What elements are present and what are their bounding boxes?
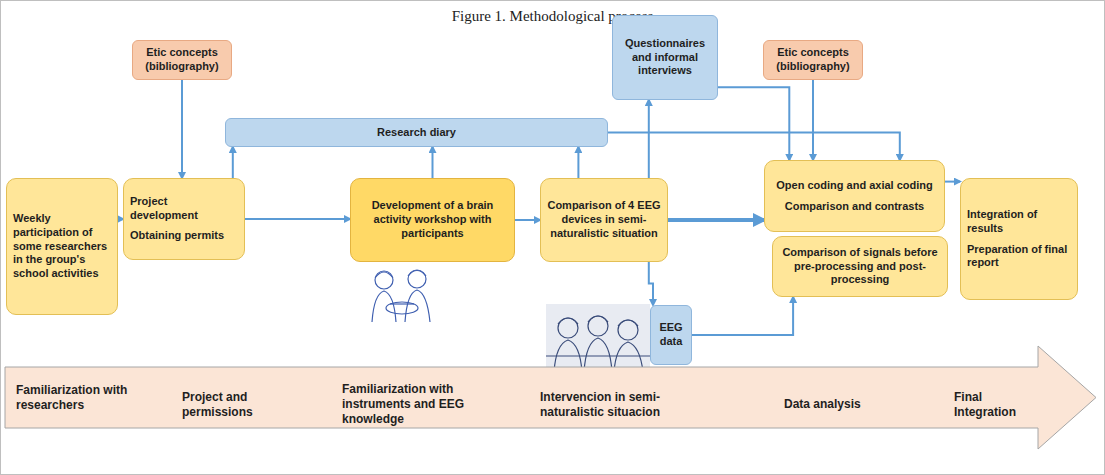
phase-label: Familiarization with researchers bbox=[16, 383, 146, 413]
flow-arrow bbox=[648, 100, 650, 178]
diary-band: Research diary bbox=[225, 118, 608, 147]
data-box: EEG data bbox=[650, 305, 692, 365]
flow-arrow bbox=[649, 262, 653, 305]
box-text: Project development bbox=[130, 195, 238, 223]
bibliography-box: Etic concepts (bibliography) bbox=[763, 40, 863, 80]
process-box: Comparison of 4 EEG devices in semi-natu… bbox=[540, 178, 668, 262]
analysis-box: Comparison of signals before pre-process… bbox=[772, 236, 948, 297]
box-text: Development of a brain activity workshop… bbox=[357, 199, 508, 240]
analysis-box: Open coding and axial codingComparison a… bbox=[764, 160, 945, 232]
flow-arrow bbox=[608, 133, 900, 161]
flow-arrow bbox=[692, 297, 793, 335]
arrow-shape bbox=[5, 346, 1096, 449]
phase-label: Project and permissions bbox=[182, 390, 292, 420]
box-text: EEG data bbox=[657, 321, 685, 349]
phase-label: Data analysis bbox=[784, 397, 894, 412]
activity-box: Weekly participation of some researchers… bbox=[6, 178, 118, 315]
process-box: Development of a brain activity workshop… bbox=[350, 178, 515, 262]
box-text: Comparison of 4 EEG devices in semi-natu… bbox=[547, 199, 661, 240]
flow-arrow bbox=[515, 219, 540, 221]
box-text: Research diary bbox=[377, 126, 456, 140]
figure-title: Figure 1. Methodological process bbox=[0, 8, 1105, 25]
box-text: Etic concepts (bibliography) bbox=[770, 46, 856, 74]
flow-arrow bbox=[245, 218, 350, 220]
flow-arrow bbox=[945, 181, 960, 183]
process-box: Project developmentObtaining permits bbox=[123, 178, 245, 260]
box-text: Etic concepts (bibliography) bbox=[139, 46, 225, 74]
box-text: Questionnaires and informal interviews bbox=[619, 37, 711, 78]
instrument-box: Questionnaires and informal interviews bbox=[612, 15, 718, 100]
phase-label: Intervencion in semi-naturalistic situac… bbox=[540, 390, 715, 420]
flow-arrow bbox=[812, 80, 814, 160]
workshop-illustration bbox=[362, 264, 442, 324]
phase-label: Familiarization with instruments and EEG… bbox=[342, 382, 512, 427]
box-text: Open coding and axial coding bbox=[776, 179, 932, 193]
flow-arrow bbox=[718, 87, 789, 160]
flow-arrow bbox=[181, 80, 183, 178]
phase-label: Final Integration bbox=[954, 390, 1044, 420]
eeg-session-illustration bbox=[546, 304, 650, 374]
box-text: Integration of results bbox=[967, 208, 1071, 236]
box-text: Comparison of signals before pre-process… bbox=[779, 246, 941, 287]
phase-arrow: Familiarization with researchers Project … bbox=[4, 345, 1098, 450]
box-text: Preparation of final report bbox=[967, 243, 1071, 271]
bibliography-box: Etic concepts (bibliography) bbox=[132, 40, 232, 80]
flow-arrow bbox=[668, 218, 764, 222]
flow-arrow bbox=[577, 147, 579, 178]
flow-arrow bbox=[432, 147, 434, 178]
box-text: Comparison and contrasts bbox=[785, 200, 924, 214]
box-text: Obtaining permits bbox=[130, 229, 224, 243]
flow-arrow bbox=[232, 147, 234, 178]
result-box: Integration of resultsPreparation of fin… bbox=[960, 178, 1078, 300]
box-text: Weekly participation of some researchers… bbox=[13, 212, 111, 281]
